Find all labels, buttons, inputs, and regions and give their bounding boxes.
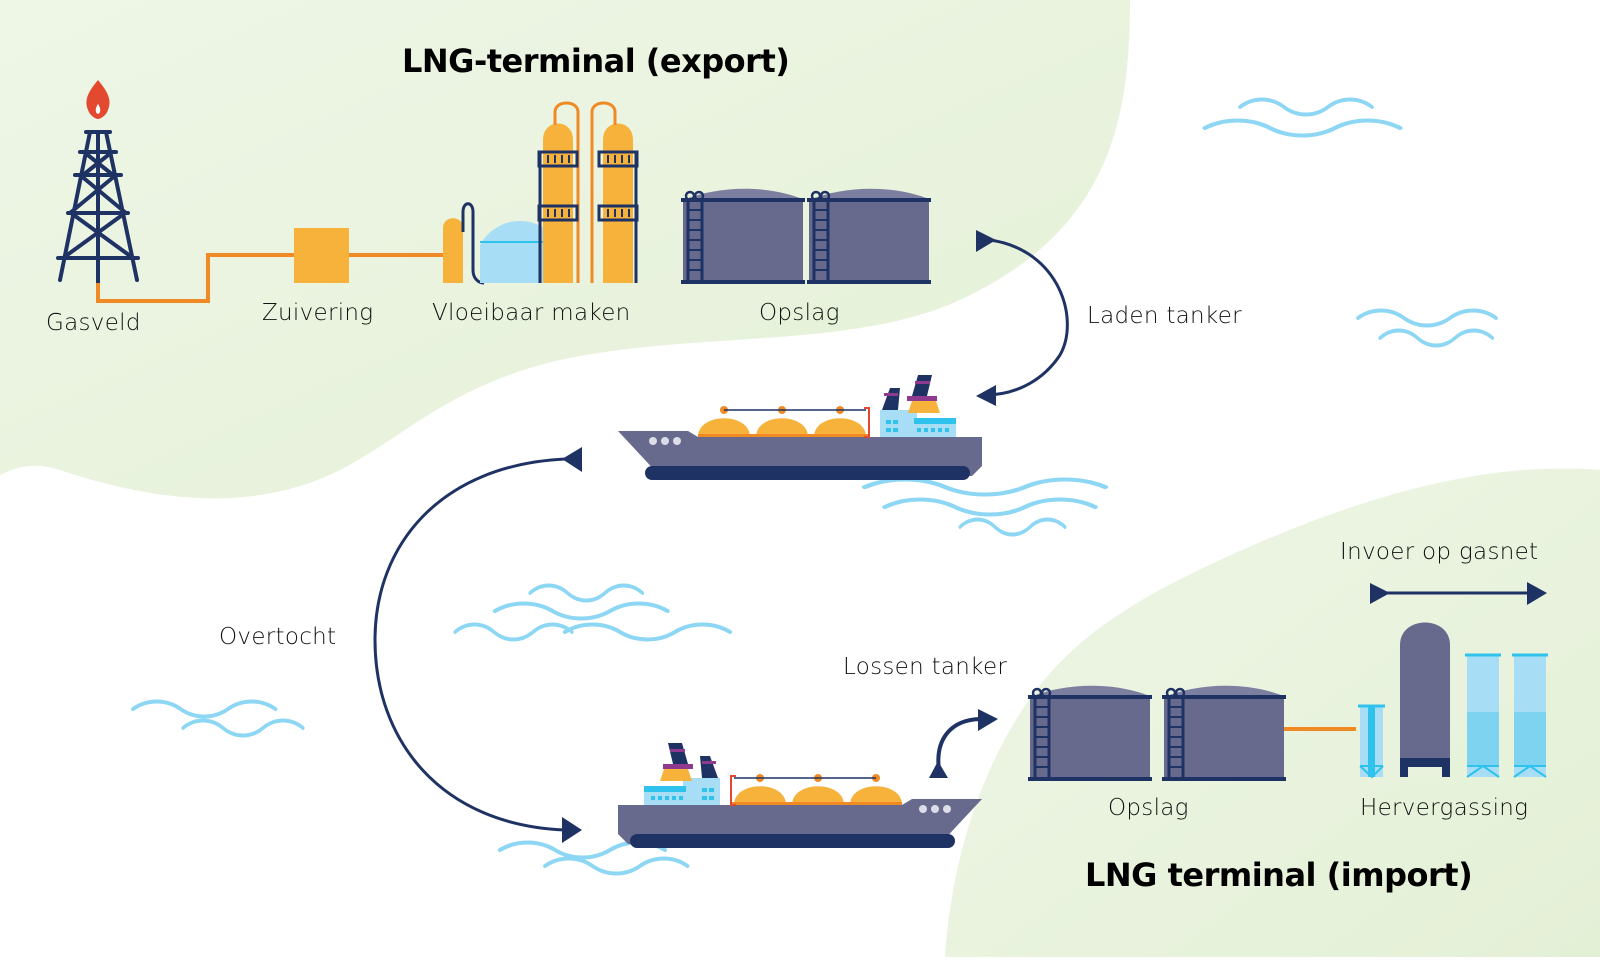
- flame-icon: [86, 80, 110, 119]
- export-storage-label: Opslag: [759, 300, 840, 326]
- crossing-label: Overtocht: [219, 624, 337, 650]
- crossing-arrow-icon: [373, 447, 582, 843]
- unloading-tanker-label: Lossen tanker: [843, 654, 1008, 680]
- loading-arrow-icon: [976, 230, 1069, 406]
- export-storage-tanks-icon: [681, 186, 933, 284]
- liquefaction-label: Vloeibaar maken: [432, 300, 631, 326]
- gas-derrick-icon: [56, 80, 140, 285]
- regasification-label: Hervergassing: [1360, 795, 1529, 821]
- pipeline: [96, 253, 1356, 731]
- grid-injection-label: Invoer op gasnet: [1340, 539, 1539, 565]
- purification-unit-icon: [294, 228, 349, 283]
- import-terminal-title: LNG terminal (import): [1085, 856, 1473, 894]
- grid-injection-arrow-icon: [1370, 582, 1547, 605]
- unloading-arrow-icon: [929, 709, 998, 778]
- regasification-unit-icon: [1358, 622, 1548, 779]
- tanker-ship-import-icon: [618, 743, 982, 848]
- export-terminal-title: LNG-terminal (export): [402, 42, 790, 80]
- tanker-ship-export-icon: [618, 375, 982, 480]
- loading-tanker-label: Laden tanker: [1087, 303, 1242, 329]
- purification-label: Zuivering: [262, 300, 374, 326]
- gas-field-label: Gasveld: [46, 310, 141, 336]
- liquefaction-plant-icon: [443, 101, 639, 285]
- import-storage-label: Opslag: [1108, 795, 1189, 821]
